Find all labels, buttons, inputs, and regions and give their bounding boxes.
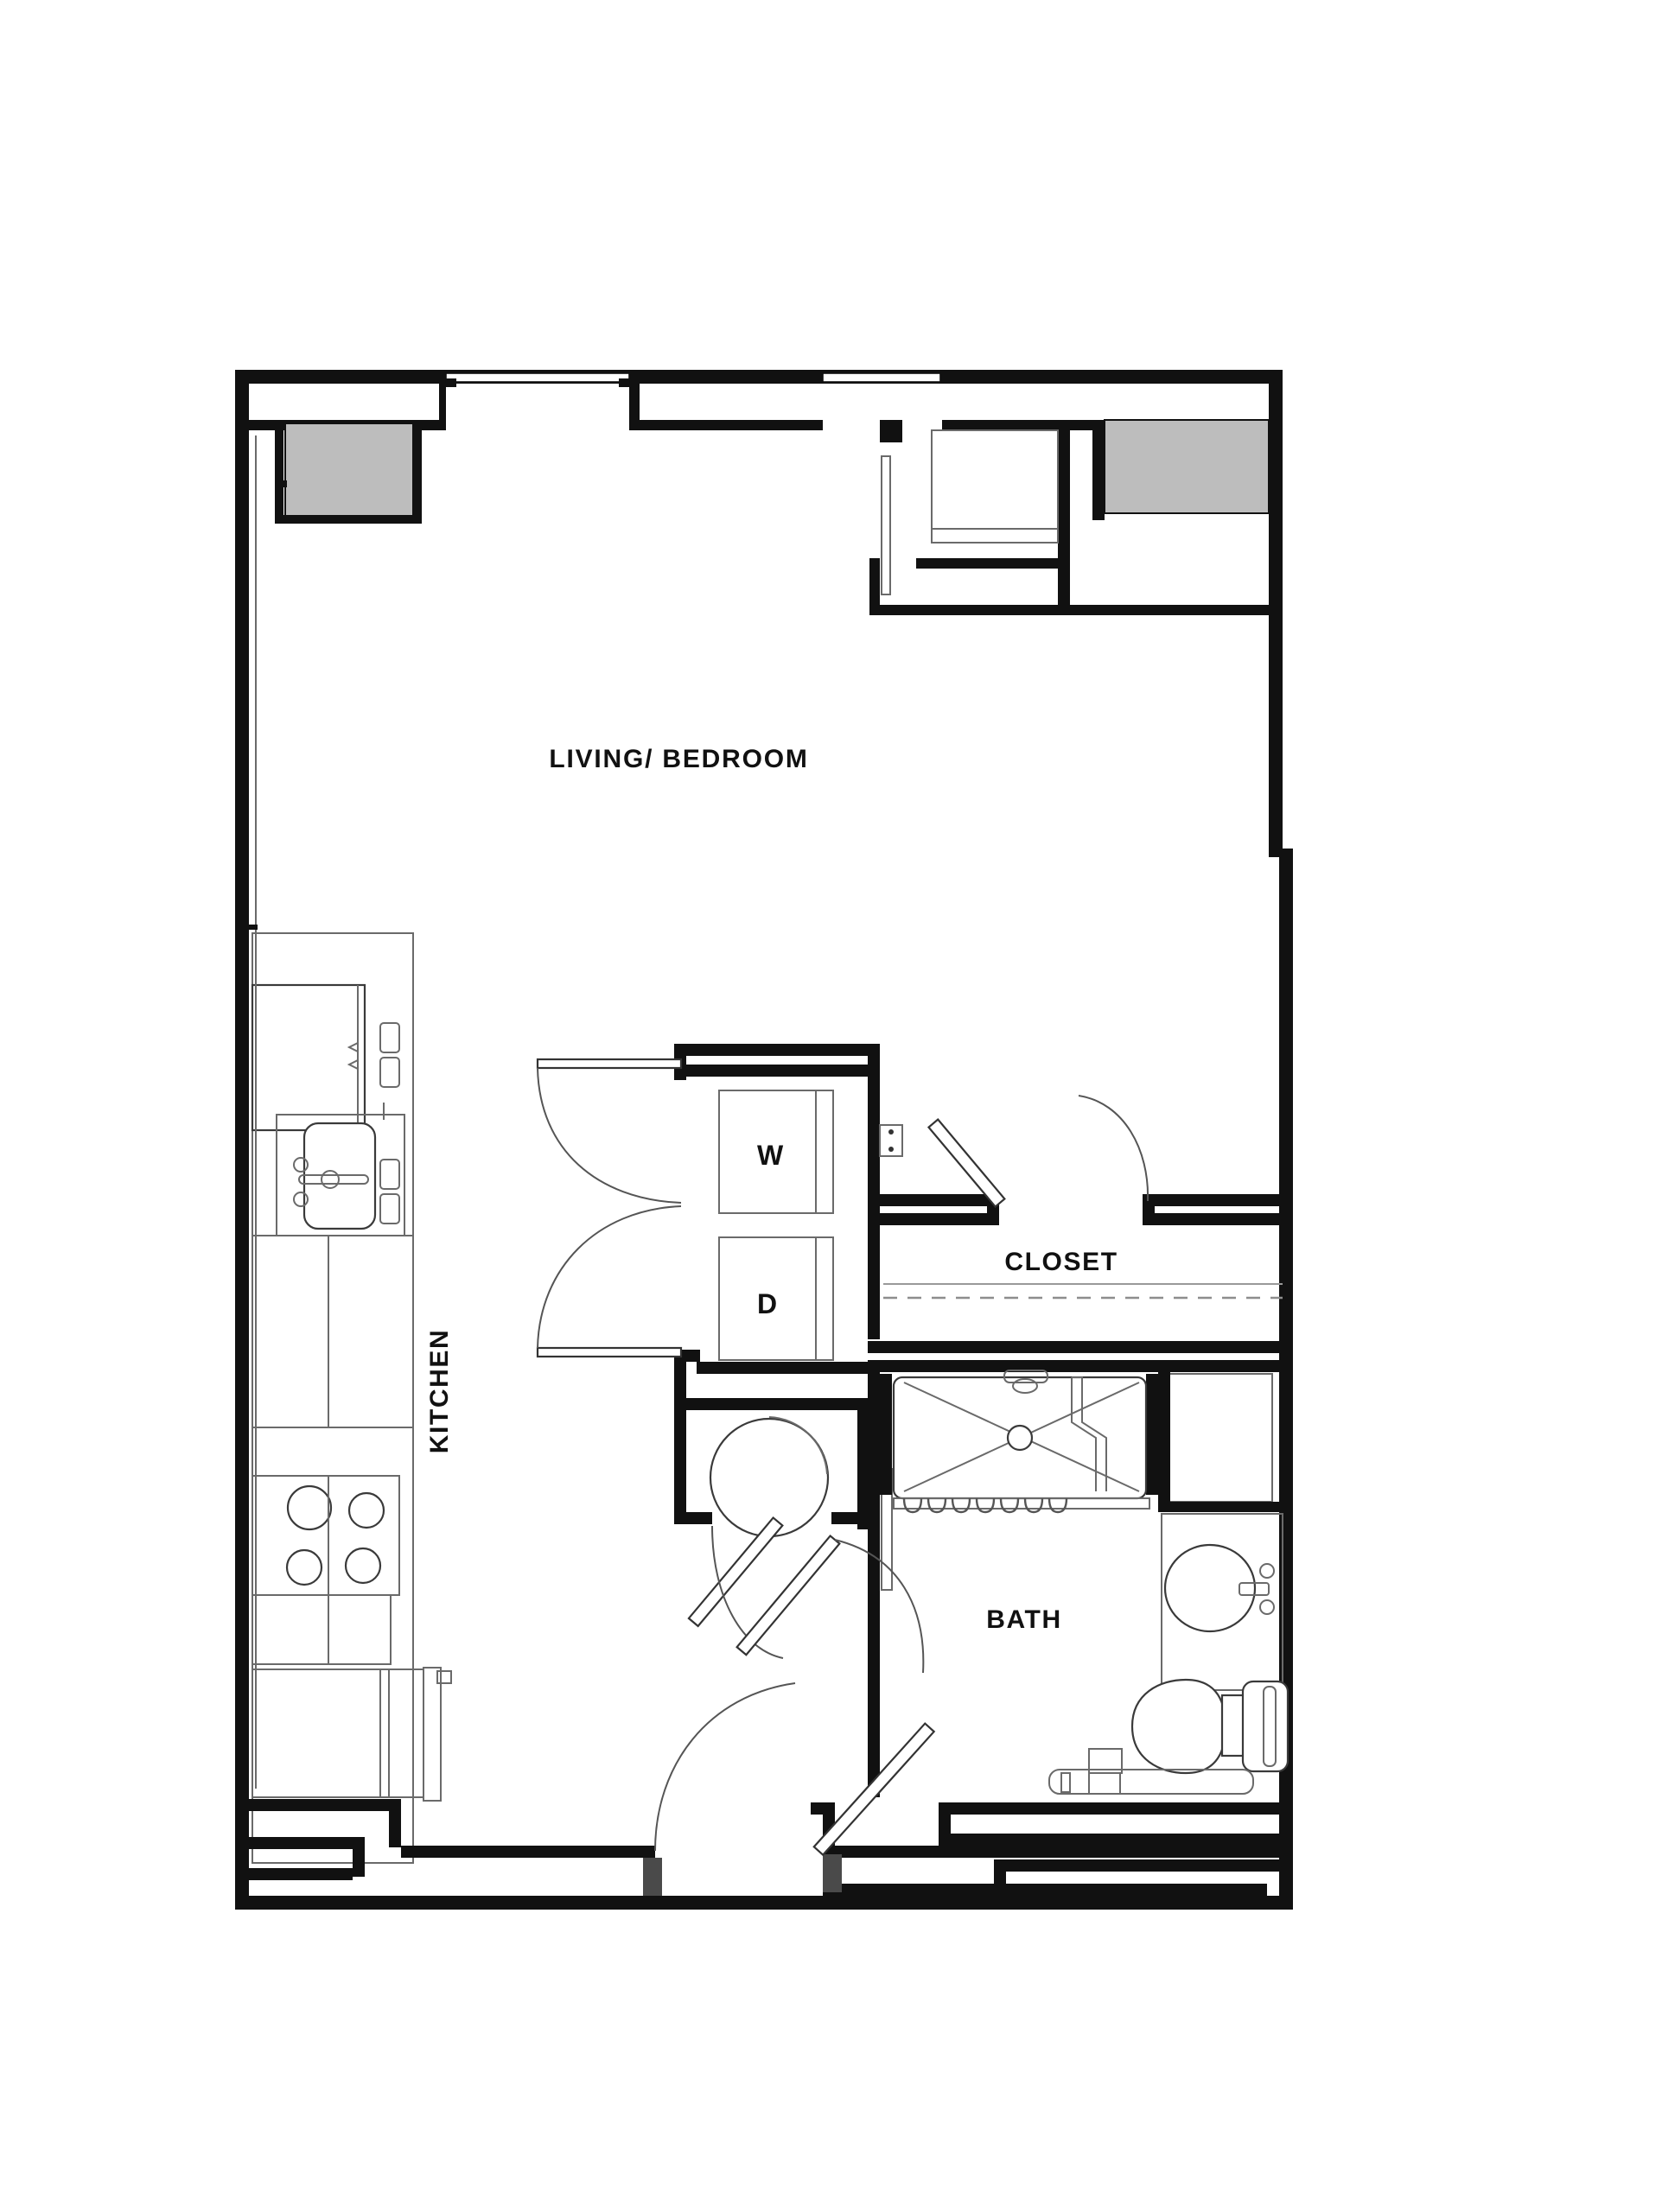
entry-door[interactable] [643,1682,1284,1910]
bath-vanity-sink [1161,1513,1283,1691]
toilet [1130,1678,1289,1775]
kitchen-sink [276,1114,405,1236]
entry-nook [869,420,1269,615]
hvac-block-left [275,420,422,524]
closet-door[interactable] [927,1095,1149,1209]
water-heater [709,1416,830,1538]
room-label-bath: BATH [986,1605,1062,1634]
misc-detail-lines [249,435,258,1789]
dryer: D [718,1236,834,1361]
laundry-doors[interactable] [536,1058,683,1358]
dishwasher [252,1667,452,1802]
hvac-block-right [1104,419,1270,514]
closet-room [868,1095,1293,1372]
washer-label: W [757,1140,784,1171]
room-label-living-bedroom: LIVING/ BEDROOM [549,745,809,773]
range-cooktop [252,1475,400,1596]
bathroom [868,1370,1293,1908]
bathtub-shower [880,1370,1158,1514]
water-heater-door[interactable] [687,1516,784,1659]
room-label-kitchen: KITCHEN [425,1329,454,1454]
room-label-closet: CLOSET [1004,1248,1118,1276]
bath-door[interactable] [735,1534,925,1674]
kitchen-casework [249,932,643,1880]
water-heater-closet [674,1382,869,1659]
dryer-label: D [757,1288,777,1319]
window-top-left [445,372,630,387]
window-top-center [822,372,941,383]
refrigerator [251,983,366,1132]
laundry-closet: W D [536,1044,903,1398]
washer: W [718,1090,834,1214]
